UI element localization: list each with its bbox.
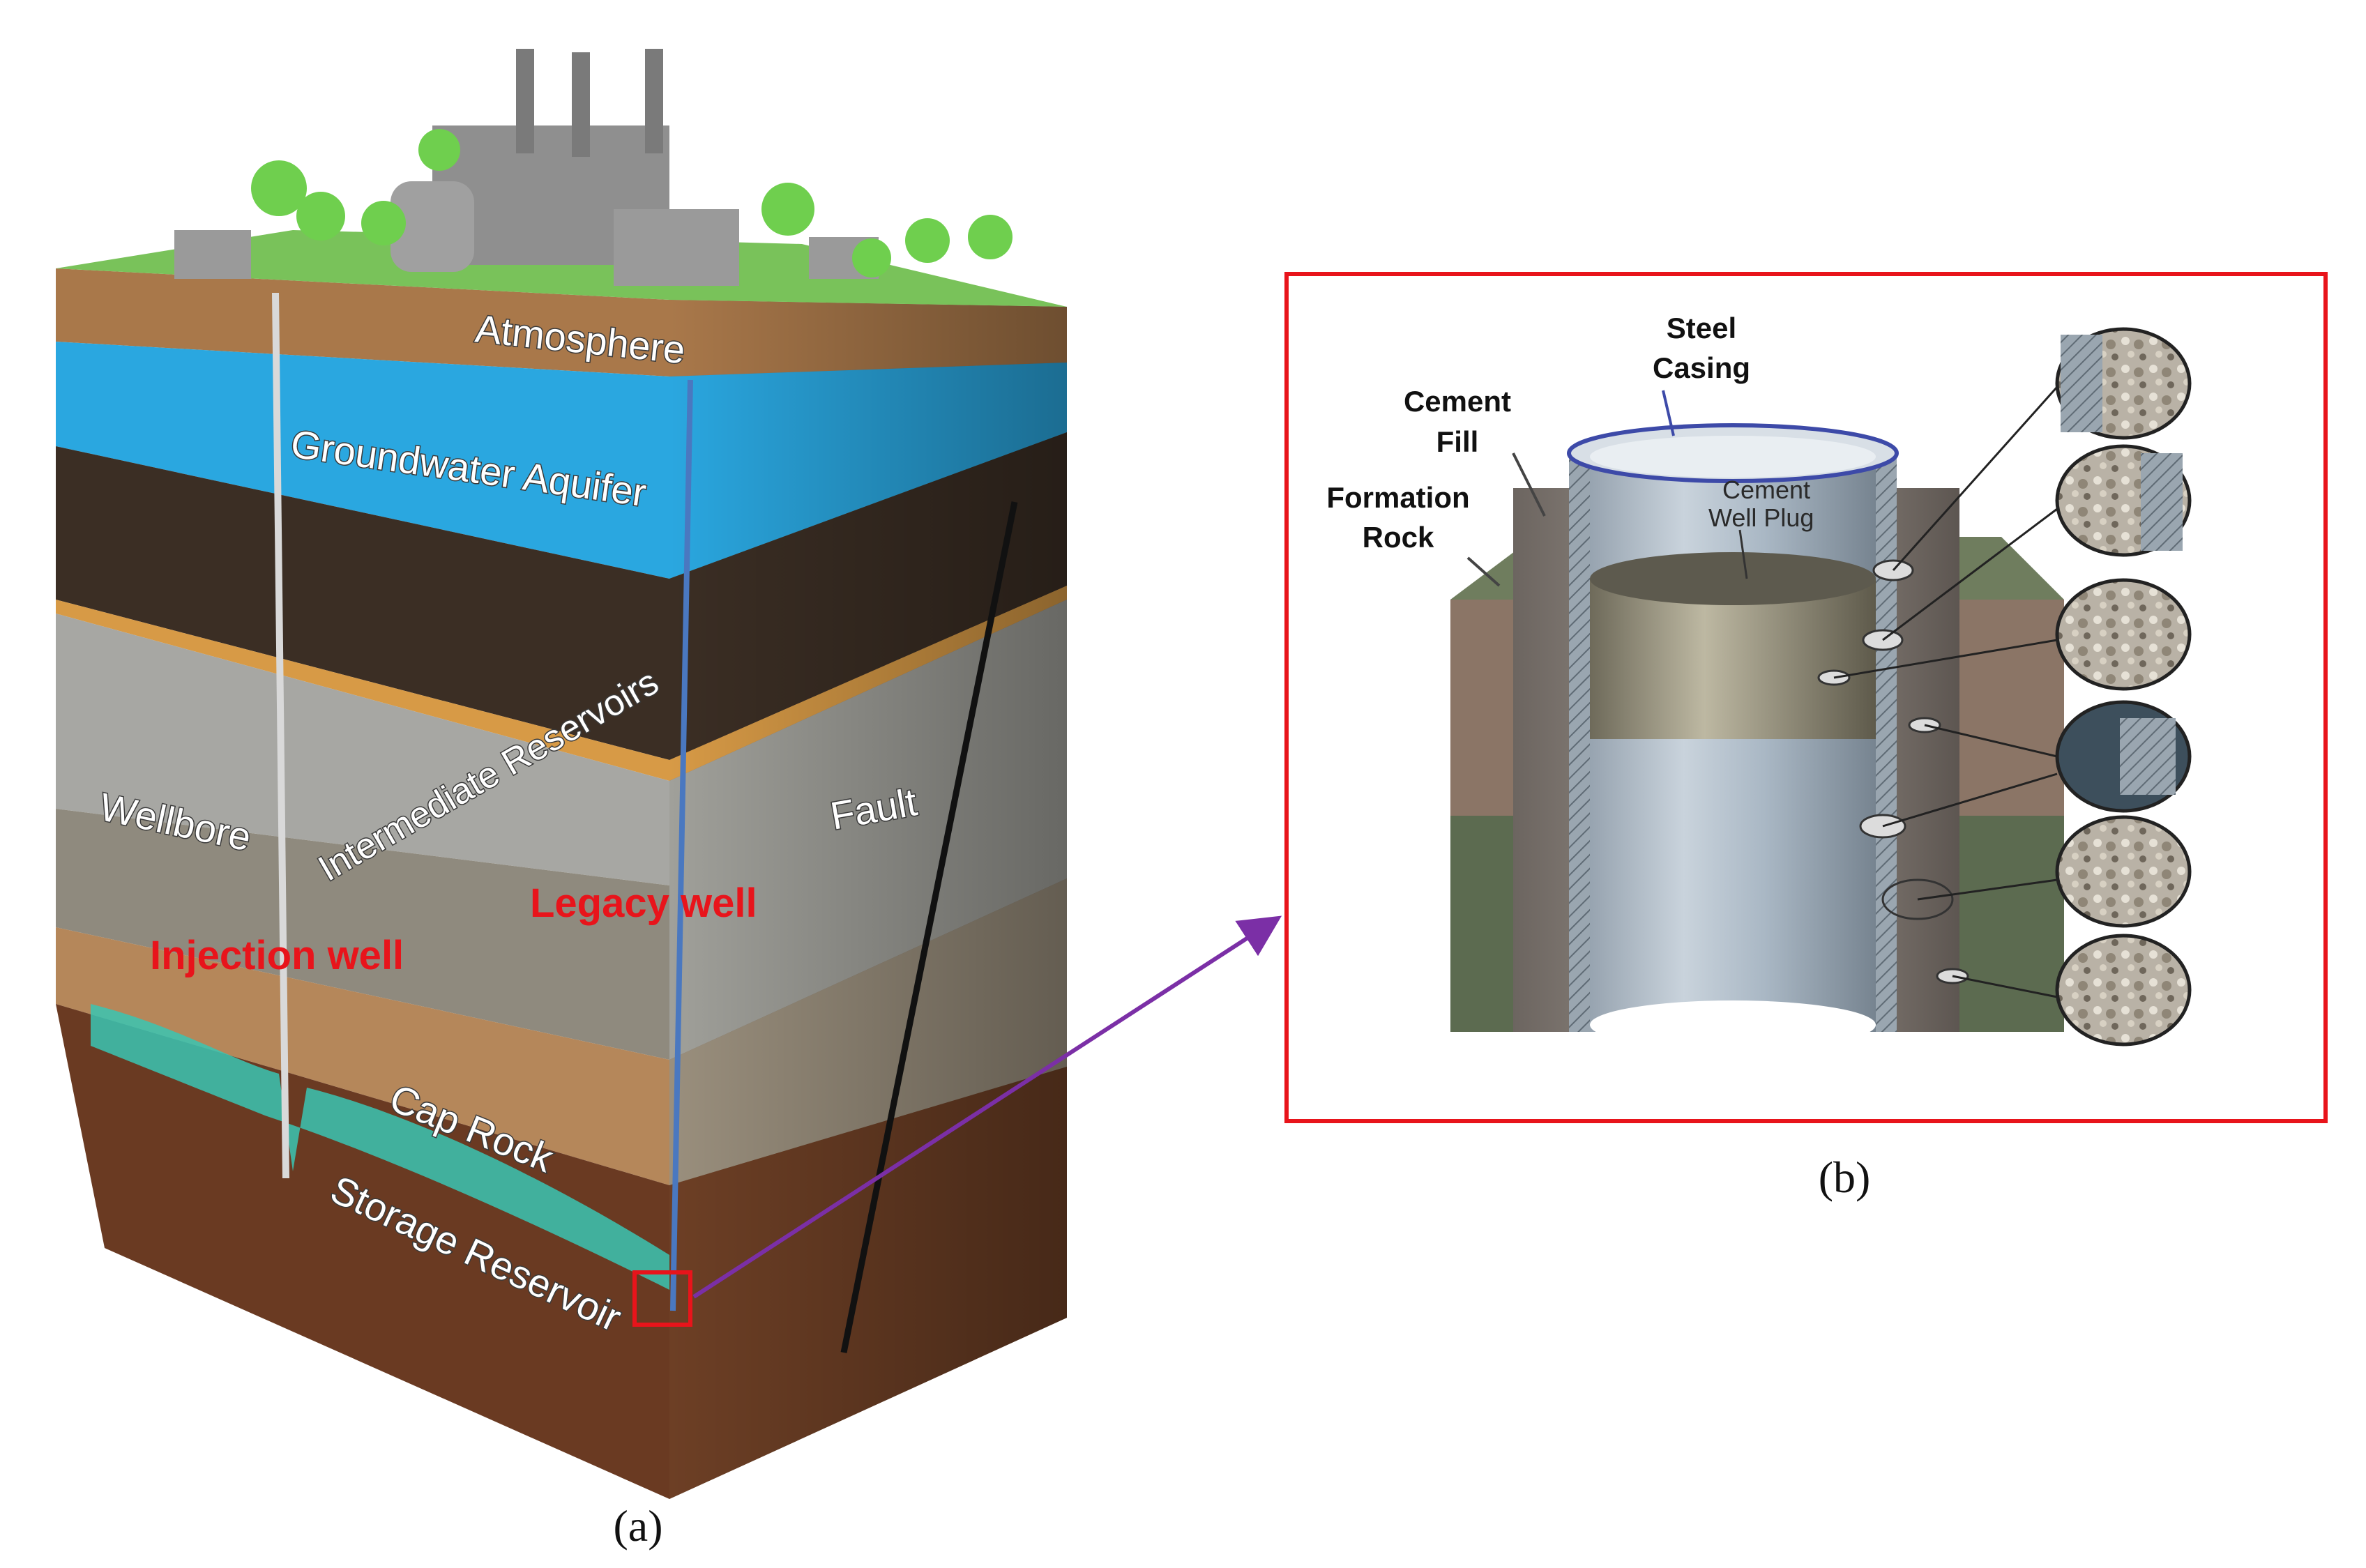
surface-facility [174, 49, 879, 286]
label-steel-casing-line1: Steel [1667, 312, 1736, 344]
panel-b-well-detail: Steel Casing Cement Fill Formation Rock … [1284, 272, 2328, 1202]
callout-leader-lines [1833, 386, 2058, 998]
layer-dark-shale [56, 446, 669, 760]
zoom-arrow [692, 915, 1282, 1299]
cement-well-plug [1590, 579, 1876, 739]
injection-well [272, 292, 289, 1179]
caption-a: (a) [613, 1501, 662, 1551]
trees [251, 129, 1013, 277]
fault-line [840, 501, 1018, 1353]
layer-storage [56, 1004, 669, 1499]
label-formation-rock-line1: Formation [1326, 481, 1469, 514]
layer-aquifer [56, 342, 669, 579]
caption-b: (b) [1819, 1152, 1871, 1202]
label-formation-rock-line2: Rock [1363, 521, 1434, 554]
label-cement-fill-line2: Fill [1436, 425, 1479, 458]
leakage-callouts [2055, 327, 2192, 1046]
label-injection-well: Injection well [150, 933, 404, 978]
layer-intermediate-reservoir [56, 614, 669, 885]
legacy-well [670, 379, 693, 1311]
label-cement-fill-line1: Cement [1404, 385, 1511, 418]
leak-markers [1817, 559, 1969, 984]
highlight-box-small [632, 1270, 692, 1327]
label-cement-plug-line2: Well Plug [1708, 503, 1814, 532]
panel-a-block-diagram: Atmosphere Groundwater Aquifer Intermedi… [56, 49, 1067, 1551]
label-steel-casing-line2: Casing [1653, 351, 1750, 384]
callout-6 [2055, 934, 2192, 1046]
label-legacy-well: Legacy well [530, 881, 757, 926]
callout-5 [2055, 815, 2192, 928]
layer-grey-rock [56, 809, 669, 1060]
callout-3 [2055, 578, 2192, 691]
layer-orange-band [56, 600, 669, 781]
layer-sandy [56, 927, 669, 1185]
layer-topsoil [56, 268, 669, 376]
steel-casing [1569, 453, 1897, 1032]
label-cement-plug-line1: Cement [1722, 475, 1810, 504]
co2-plume [91, 1004, 669, 1290]
